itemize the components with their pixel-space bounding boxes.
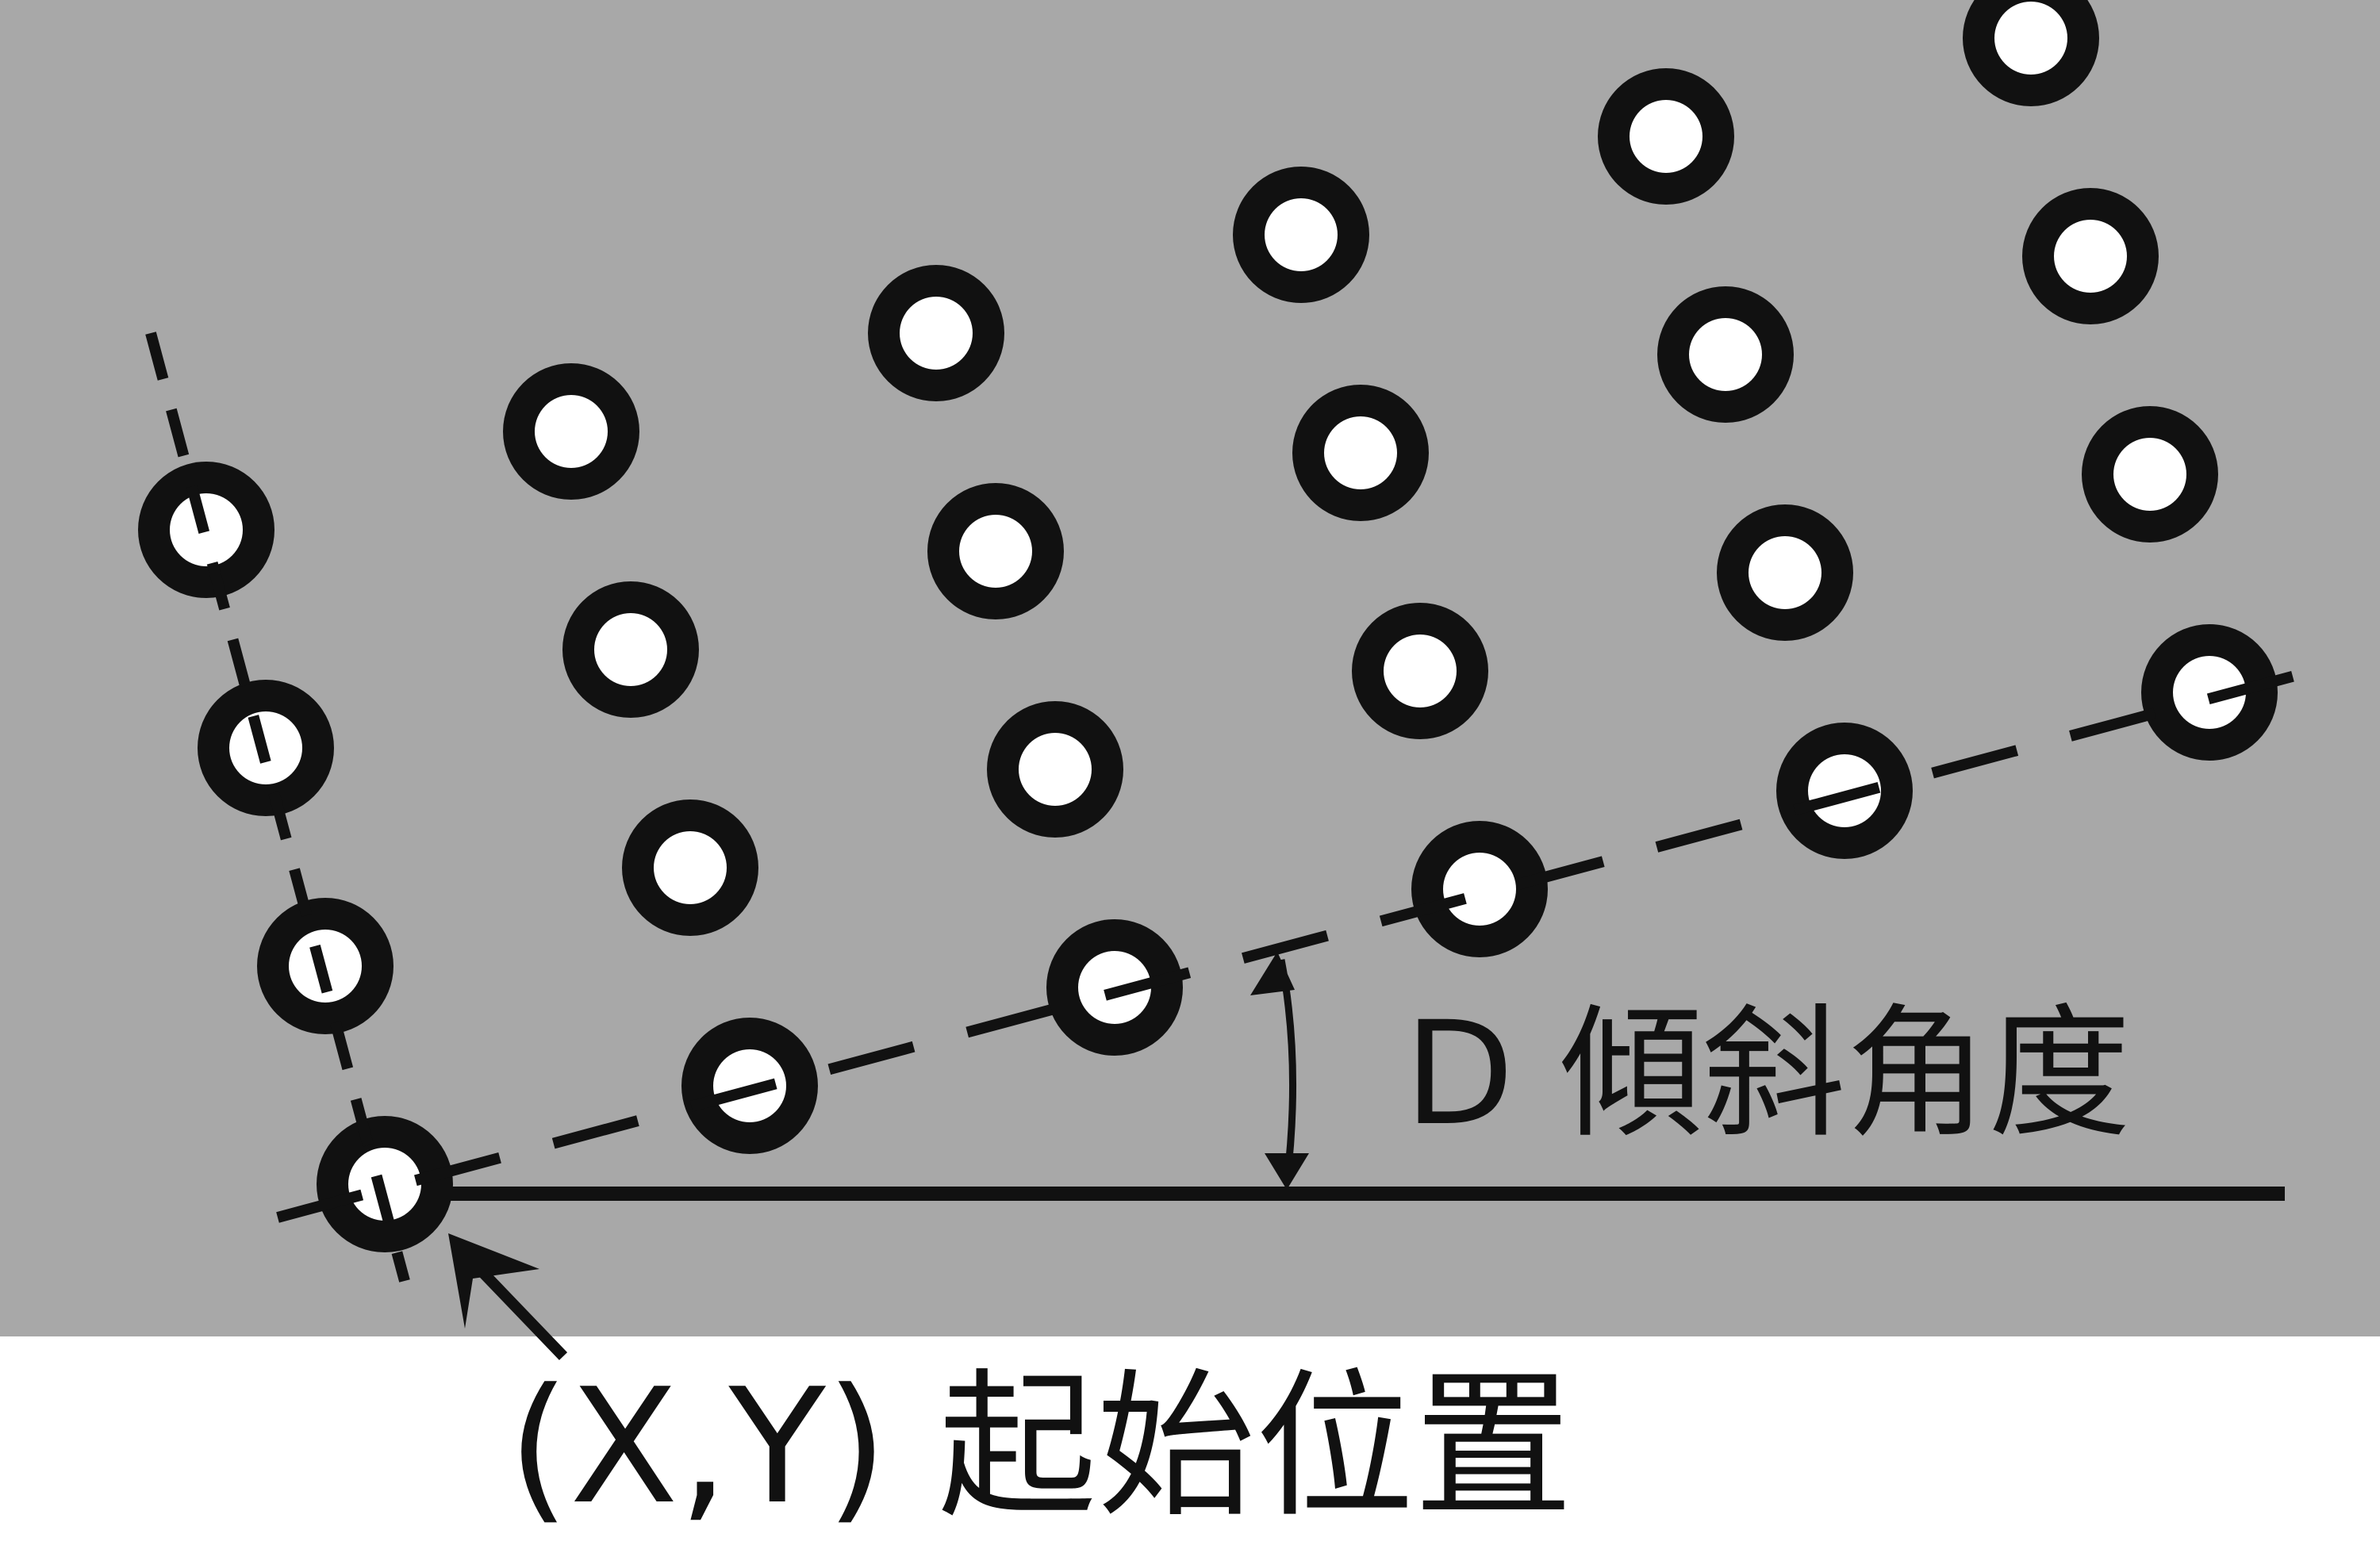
hole-center bbox=[1994, 2, 2067, 75]
start-position-label: (X,Y) 起始位置 bbox=[508, 1355, 1573, 1539]
hole-center bbox=[1265, 198, 1338, 271]
tilted-column-axis bbox=[145, 332, 410, 1283]
hole bbox=[2082, 406, 2218, 543]
hole bbox=[503, 363, 639, 500]
hole bbox=[868, 265, 1004, 401]
tilted-row-axis bbox=[276, 669, 2302, 1223]
hole bbox=[1657, 286, 1794, 423]
hole bbox=[2141, 624, 2278, 761]
hole-center bbox=[1019, 733, 1092, 806]
hole bbox=[987, 701, 1123, 838]
hole-center bbox=[2054, 220, 2127, 293]
hole bbox=[1963, 0, 2099, 106]
hole bbox=[622, 799, 758, 936]
hole bbox=[927, 483, 1064, 619]
hole bbox=[1352, 603, 1488, 739]
hole-center bbox=[1689, 318, 1762, 391]
angle-arrowhead-top bbox=[1250, 952, 1295, 995]
hole-center bbox=[2113, 438, 2186, 511]
hole bbox=[1233, 167, 1369, 303]
hole-center bbox=[1443, 853, 1516, 926]
hole-center bbox=[594, 613, 667, 686]
hole bbox=[1598, 68, 1734, 205]
hole bbox=[1411, 821, 1548, 957]
hole bbox=[1292, 385, 1429, 521]
hole-grid bbox=[138, 0, 2278, 1252]
tilt-angle-label: D 傾斜角度 bbox=[1404, 991, 2131, 1157]
hole-center bbox=[1630, 100, 1702, 173]
hole bbox=[1776, 723, 1913, 859]
hole-center bbox=[2173, 656, 2246, 729]
hole-center bbox=[1324, 416, 1397, 489]
hole-center bbox=[900, 297, 973, 370]
hole bbox=[562, 581, 699, 718]
hole-center bbox=[1384, 635, 1457, 707]
hole bbox=[317, 1116, 453, 1252]
gray-background bbox=[0, 0, 2380, 1336]
hole-center bbox=[1749, 536, 1821, 609]
hole-center bbox=[654, 831, 727, 904]
hole-center bbox=[535, 395, 608, 468]
start-pointer-arrowhead bbox=[448, 1233, 539, 1329]
hole-center bbox=[959, 515, 1032, 588]
hole bbox=[1717, 504, 1853, 641]
hole bbox=[2022, 188, 2159, 324]
angle-arrowhead-bottom bbox=[1265, 1153, 1309, 1190]
hole-center bbox=[1808, 754, 1881, 827]
hole-center bbox=[348, 1148, 421, 1221]
